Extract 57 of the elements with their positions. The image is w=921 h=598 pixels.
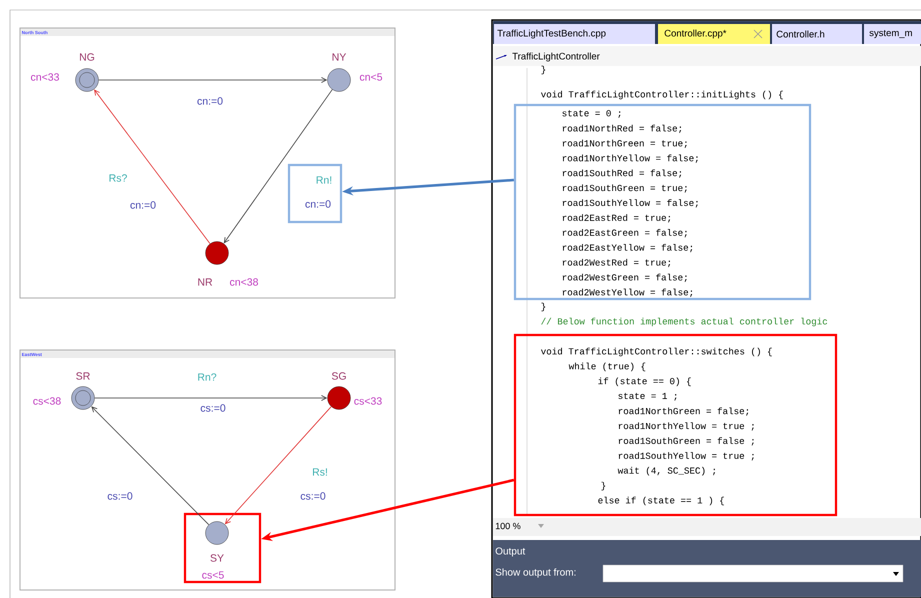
zoom-dropdown: 100 % bbox=[496, 522, 544, 530]
invariant-label: cn<5 bbox=[360, 73, 382, 81]
code-line: road2EastRed = true; bbox=[562, 214, 670, 222]
invariant-label: cs<5 bbox=[202, 571, 224, 579]
tab: system_m bbox=[864, 24, 921, 44]
code-line: road1NorthYellow = true ; bbox=[618, 422, 754, 431]
code-line: road1SouthGreen = false ; bbox=[618, 437, 754, 446]
code-line: } bbox=[541, 66, 546, 74]
code-line: road1SouthGreen = true; bbox=[562, 184, 687, 193]
transition-arrow bbox=[94, 395, 328, 401]
tab: Controller.h bbox=[772, 24, 862, 44]
code-line: if (state == 0) { bbox=[598, 378, 691, 386]
state-name: NR bbox=[198, 278, 212, 286]
code-line: road2EastYellow = false; bbox=[562, 244, 692, 252]
code-line: // Below function implements actual controller logic bbox=[541, 318, 828, 326]
code-line: road2EastGreen = false; bbox=[562, 229, 687, 238]
tab: TrafficLightTestBench.cpp bbox=[494, 24, 655, 44]
state-name: SY bbox=[210, 554, 224, 562]
invariant-label: cs<38 bbox=[33, 397, 61, 405]
state-name: SG bbox=[332, 372, 346, 380]
transition-arrow bbox=[224, 406, 332, 524]
invariant-label: cs<33 bbox=[354, 397, 382, 405]
transition-label: cn:=0 bbox=[305, 200, 331, 208]
tab: Controller.cpp* bbox=[658, 24, 770, 44]
code-line: } bbox=[601, 482, 606, 490]
code-line: while (true) { bbox=[568, 362, 646, 372]
code-line: state = 0 ; bbox=[562, 110, 620, 118]
code-line: void TrafficLightController::switches () { bbox=[541, 348, 772, 356]
code-line: road1NorthYellow = false; bbox=[562, 154, 698, 163]
code-line: road1NorthGreen = true; bbox=[562, 140, 687, 148]
state-name: SR bbox=[76, 372, 90, 380]
code-line: road1SouthRed = false; bbox=[562, 169, 682, 178]
transition-arrow bbox=[94, 89, 210, 244]
code-line: road2WestYellow = false; bbox=[562, 288, 692, 297]
code-line: wait (4, SC_SEC) ; bbox=[618, 466, 716, 476]
code-line: road1NorthRed = false; bbox=[562, 124, 682, 134]
transition-arrow bbox=[91, 406, 210, 526]
code-line: road1SouthYellow = true ; bbox=[618, 452, 754, 460]
state-name: NG bbox=[80, 53, 94, 61]
code-line: road1NorthGreen = false; bbox=[618, 407, 748, 416]
code-line: road2WestRed = true; bbox=[562, 258, 670, 268]
code-line: void TrafficLightController::initLights () { bbox=[541, 90, 783, 100]
code-line: } bbox=[541, 302, 546, 312]
code-line: else if (state == 1 ) { bbox=[598, 496, 724, 506]
invariant-label: cn<33 bbox=[31, 73, 59, 81]
code-line: state = 1 ; bbox=[618, 392, 676, 401]
code-line: road1SouthYellow = false; bbox=[562, 199, 698, 208]
panel-label: Show output from: bbox=[496, 568, 576, 578]
code-line: road2WestGreen = false; bbox=[562, 274, 687, 282]
state-name: NY bbox=[332, 53, 346, 61]
transition-arrow bbox=[224, 89, 333, 244]
transition-label: Rn! bbox=[316, 176, 332, 184]
transition-arrow bbox=[98, 77, 328, 83]
invariant-label: cn<38 bbox=[230, 278, 258, 286]
highlight-box bbox=[184, 512, 262, 584]
panel-label: Output bbox=[496, 547, 526, 557]
class-name: TrafficLightController bbox=[512, 52, 600, 62]
